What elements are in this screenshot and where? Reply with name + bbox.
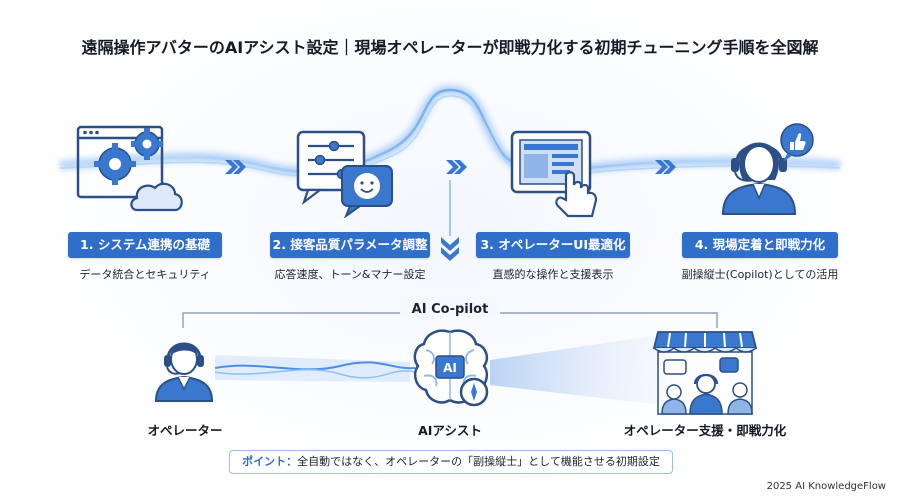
chevron-down-icon [441,247,459,261]
store-support-scene-icon [652,331,758,415]
chevron-down-icon [441,237,459,251]
chat-sliders-icon [296,130,393,218]
ai-brain-icon: AI [413,329,489,407]
result-label: オペレーター支援・即戦力化 [623,423,787,438]
chevron-right-icon [233,160,246,174]
step-1-desc: データ統合とセキュリティ [79,268,211,281]
step-1-label: 1. システム連携の基礎 [68,232,222,258]
operator-thumbs-up-icon [721,123,814,215]
operator-label: オペレーター [147,423,223,438]
step-3-desc: 直感的な操作と支援表示 [492,268,614,281]
page-title: 遠隔操作アバターのAIアシスト設定｜現場オペレーターが即戦力化する初期チューニン… [81,38,819,57]
chevron-right-icon [446,160,459,174]
down-chevrons [441,237,459,261]
step-3-label: 3. オペレーターUI最適化 [476,232,630,258]
step-2-label: 2. 接客品質パラメータ調整 [270,232,430,258]
point-note: ポイント：全自動ではなく、オペレーターの「副操縦士」として機能させる初期設定 [229,450,673,474]
ai-assist-label: AIアシスト [418,423,482,438]
note-text: 全自動ではなく、オペレーターの「副操縦士」として機能させる初期設定 [297,455,660,468]
copilot-beams [214,335,660,405]
operator-headset-icon [154,342,214,402]
note-prefix: ポイント： [242,455,298,468]
settings-cloud-icon [76,125,183,212]
flow-chevrons [225,160,676,174]
step-4-desc: 副操縦士(Copilot)としての活用 [681,268,839,281]
tablet-touch-icon [510,130,598,218]
ai-badge-text: AI [443,361,457,375]
step-4-label: 4. 現場定着と即戦力化 [682,232,838,258]
chevron-right-icon [225,160,238,174]
footer-credit: 2025 AI KnowledgeFlow [766,481,886,492]
chevron-right-icon [454,160,467,174]
step-2-desc: 応答速度、トーン&マナー設定 [274,268,426,281]
chevron-right-icon [655,160,668,174]
chevron-right-icon [663,160,676,174]
copilot-title: AI Co-pilot [400,302,500,317]
